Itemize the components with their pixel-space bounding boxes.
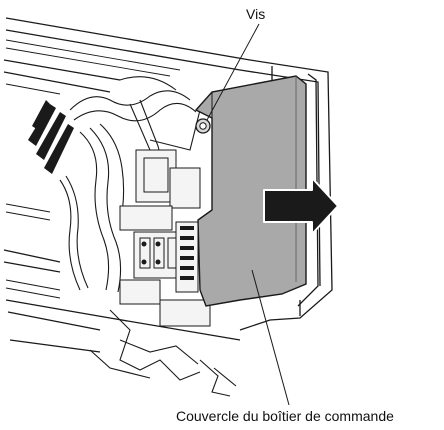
housing-panel-lines <box>5 39 181 299</box>
leader-lines <box>206 23 290 406</box>
cover-label: Couvercle du boîtier de commande <box>176 408 394 424</box>
screw-leader-line <box>206 23 260 121</box>
fan-fins <box>28 100 74 174</box>
control-box-cover <box>194 75 307 307</box>
bottom-bracket <box>89 309 237 397</box>
screw-label: Vis <box>246 6 266 22</box>
cover-leader-line <box>251 269 290 406</box>
screw-icon <box>195 118 211 134</box>
control-board-components <box>119 149 211 327</box>
unit-housing <box>3 17 333 353</box>
terminal-details <box>141 226 194 280</box>
arrow-right-icon <box>263 177 339 235</box>
